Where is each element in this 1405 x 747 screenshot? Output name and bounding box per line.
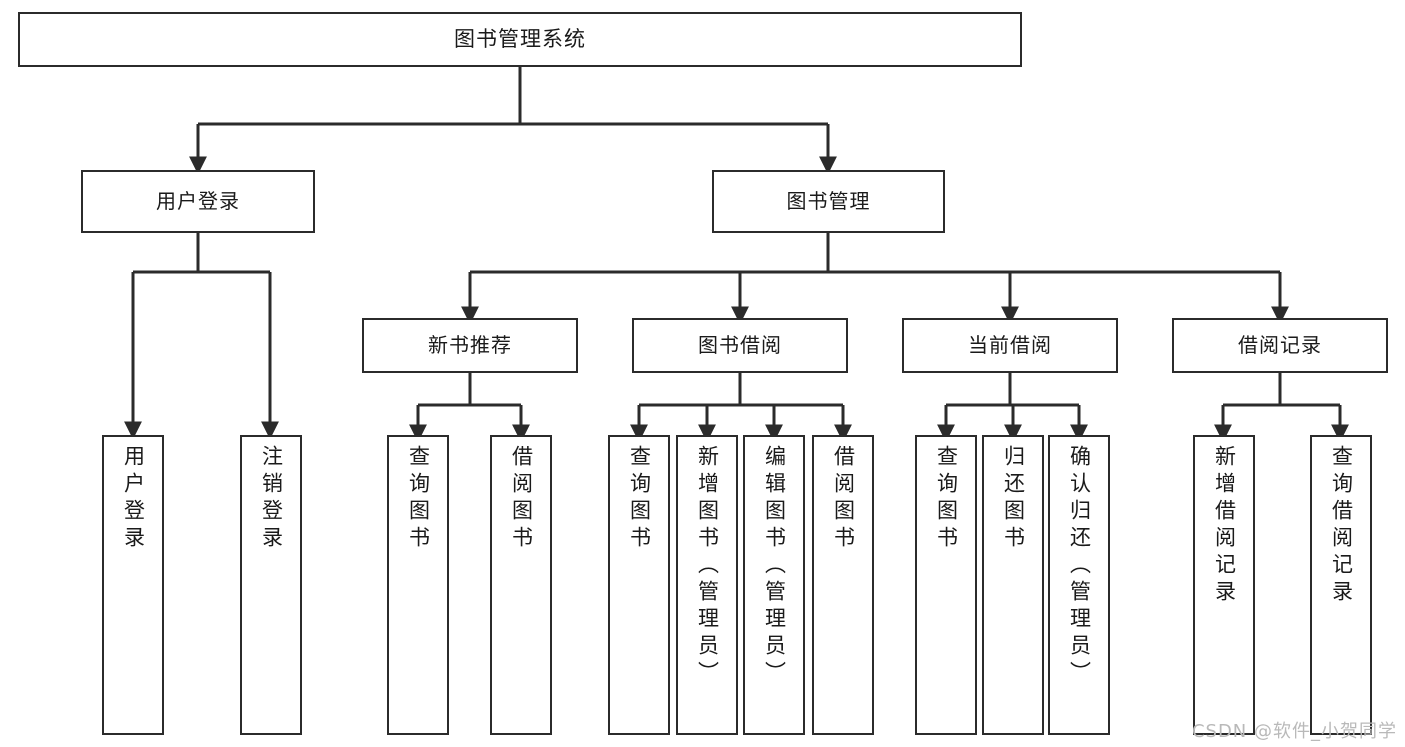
node-label: 注销登录 (259, 445, 284, 553)
node-current-borrow[interactable]: 当前借阅 (902, 318, 1118, 373)
node-label: 查询图书 (934, 445, 959, 553)
leaf-recommend-borrow-book[interactable]: 借阅图书 (490, 435, 552, 735)
leaf-borrow-edit-book-admin[interactable]: 编辑图书（管理员） (743, 435, 805, 735)
node-root-system[interactable]: 图书管理系统 (18, 12, 1022, 67)
csdn-watermark: CSDN @软件_小贺同学 (1191, 721, 1397, 742)
node-label: 借阅图书 (509, 445, 534, 553)
leaf-user-login-logout[interactable]: 注销登录 (240, 435, 302, 735)
node-label: 借阅图书 (831, 445, 856, 553)
leaf-current-confirm-return-admin[interactable]: 确认归还（管理员） (1048, 435, 1110, 735)
node-book-management[interactable]: 图书管理 (712, 170, 945, 233)
node-label: 用户登录 (121, 445, 146, 553)
node-new-book-recommend[interactable]: 新书推荐 (362, 318, 578, 373)
node-label: 归还图书 (1001, 445, 1026, 553)
leaf-user-login-login[interactable]: 用户登录 (102, 435, 164, 735)
node-label: 用户登录 (156, 189, 240, 213)
leaf-borrow-query-book[interactable]: 查询图书 (608, 435, 670, 735)
node-label: 当前借阅 (968, 333, 1052, 357)
node-label: 图书管理 (786, 189, 871, 213)
node-label: 新增借阅记录 (1212, 445, 1237, 607)
node-label: 查询图书 (406, 445, 431, 553)
leaf-current-return-book[interactable]: 归还图书 (982, 435, 1044, 735)
leaf-borrow-add-book-admin[interactable]: 新增图书（管理员） (676, 435, 738, 735)
node-label: 编辑图书（管理员） (762, 445, 787, 688)
node-label: 图书借阅 (698, 333, 782, 357)
leaf-current-query-book[interactable]: 查询图书 (915, 435, 977, 735)
leaf-borrow-borrow-book[interactable]: 借阅图书 (812, 435, 874, 735)
node-label: 新增图书（管理员） (695, 445, 720, 688)
node-label: 查询借阅记录 (1329, 445, 1354, 607)
leaf-recommend-query-book[interactable]: 查询图书 (387, 435, 449, 735)
node-label: 确认归还（管理员） (1067, 445, 1092, 688)
node-borrow-record[interactable]: 借阅记录 (1172, 318, 1388, 373)
leaf-record-query-record[interactable]: 查询借阅记录 (1310, 435, 1372, 735)
node-user-login[interactable]: 用户登录 (81, 170, 315, 233)
node-label: 新书推荐 (428, 333, 512, 357)
node-label: 查询图书 (627, 445, 652, 553)
leaf-record-add-record[interactable]: 新增借阅记录 (1193, 435, 1255, 735)
node-label: 图书管理系统 (454, 27, 586, 52)
node-book-borrow[interactable]: 图书借阅 (632, 318, 848, 373)
node-label: 借阅记录 (1238, 333, 1322, 357)
